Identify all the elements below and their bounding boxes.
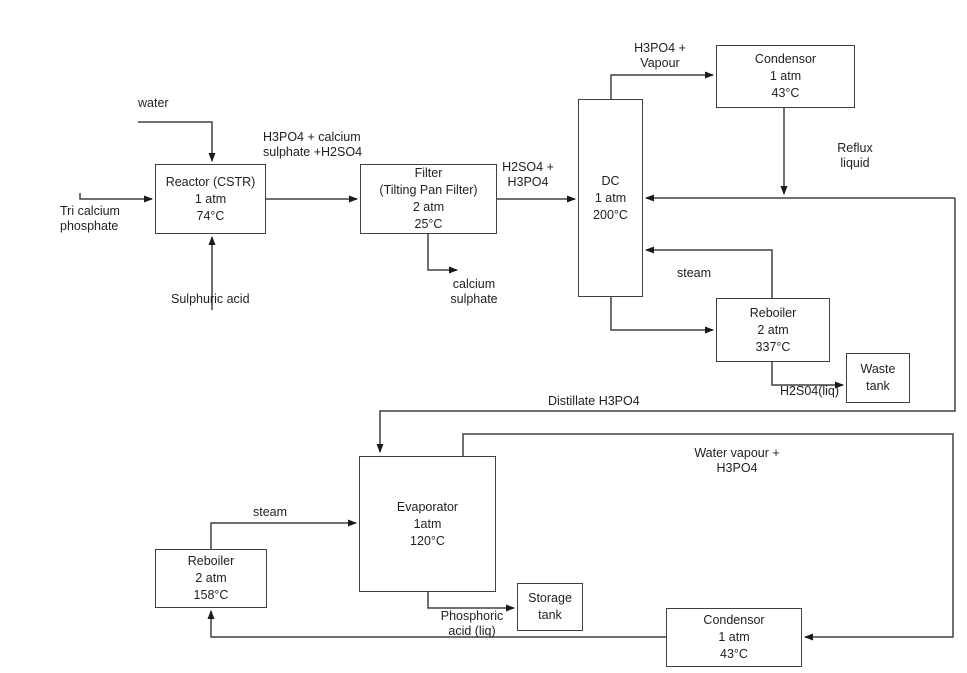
flow-line-filter-bottoms	[427, 234, 458, 274]
process-box-storage-tank: Storage tank	[517, 583, 583, 631]
flow-line-steam-to-evap	[210, 519, 357, 549]
stream-label-water-vapour-text: Water vapour +	[694, 446, 780, 460]
process-box-filter-text: (Tilting Pan Filter)	[379, 183, 478, 197]
stream-label-tri-calcium-phosphate-text: phosphate	[60, 219, 119, 233]
stream-label-calcium-sulphate-text: sulphate	[450, 292, 498, 306]
stream-label-h2s04-liq-text: H2S04(liq)	[780, 384, 840, 398]
stream-label-filter-outlet-text: H3PO4	[507, 175, 549, 189]
process-box-storage-tank-text: Storage	[528, 591, 572, 605]
process-box-dc-column-text: DC	[601, 173, 620, 188]
stream-label-water: water	[138, 96, 169, 111]
process-box-reboiler-bottom-text: 158°C	[193, 588, 229, 602]
process-box-condensor-bottom-text: Condensor	[703, 613, 765, 627]
flow-line-dc-overhead	[610, 71, 714, 99]
stream-label-reactor-outlet-text: sulphate +H2SO4	[263, 145, 363, 159]
stream-label-sulphuric-acid-text: Sulphuric acid	[171, 292, 250, 306]
process-box-storage-tank-text: tank	[538, 608, 562, 622]
stream-label-calcium-sulphate-text: calcium	[452, 277, 496, 291]
process-box-waste-tank-text: tank	[866, 379, 890, 393]
stream-label-filter-outlet-text: H2SO4 +	[502, 160, 554, 174]
stream-label-distillate-h3po4: Distillate H3PO4	[548, 394, 640, 409]
process-box-evaporator-text: 1atm	[413, 516, 442, 531]
stream-label-steam-bottom: steam	[253, 505, 287, 520]
process-box-reboiler-bottom-text: 2 atm	[195, 571, 227, 585]
flow-line-water-feed	[138, 121, 216, 162]
process-box-condensor-top: Condensor 1 atm 43°C	[716, 45, 855, 108]
flow-line-dc-bottoms	[610, 297, 714, 334]
process-box-condensor-top-text: 1 atm	[769, 69, 802, 83]
process-box-condensor-bottom: Condensor 1 atm 43°C	[666, 608, 802, 667]
process-box-condensor-top-text: 43°C	[771, 86, 800, 100]
process-box-reboiler-bottom-text: Reboiler	[187, 554, 235, 568]
stream-label-dc-overhead-text: H3PO4 +	[634, 41, 686, 55]
stream-label-phosphoric-acid-text: acid (liq)	[448, 624, 496, 638]
process-box-evaporator-text: 120°C	[410, 533, 445, 548]
stream-label-filter-outlet: H2SO4 +H3PO4	[502, 160, 554, 190]
process-box-filter: Filter (Tilting Pan Filter) 2 atm 25°C	[360, 164, 497, 234]
flow-line-reboiler-to-waste	[771, 362, 844, 389]
stream-label-steam-top-text: steam	[677, 266, 712, 280]
flow-line-steam-to-dc	[645, 246, 773, 298]
stream-label-phosphoric-acid-text: Phosphoric	[440, 609, 504, 623]
process-box-filter-text: Filter	[414, 166, 443, 180]
process-box-condensor-bottom-text: 1 atm	[718, 630, 750, 644]
stream-label-dc-overhead-text: Vapour	[640, 56, 680, 70]
process-box-reboiler-top: Reboiler 2 atm 337°C	[716, 298, 830, 362]
process-box-filter-text: 2 atm	[412, 200, 445, 214]
process-box-waste-tank: Waste tank	[846, 353, 910, 403]
process-box-dc-column: DC 1 atm 200°C	[578, 99, 643, 297]
stream-label-steam-top: steam	[677, 266, 711, 281]
process-box-filter-text: 25°C	[414, 217, 443, 231]
stream-label-water-vapour-text: H3PO4	[716, 461, 758, 475]
process-box-reboiler-top-text: Reboiler	[749, 305, 797, 320]
process-box-condensor-bottom-text: 43°C	[720, 647, 748, 661]
process-box-condensor-top-text: Condensor	[754, 52, 817, 66]
flow-line-vapour-recycle	[462, 433, 954, 641]
stream-label-dc-overhead: H3PO4 +Vapour	[634, 41, 686, 71]
stream-label-water-text: water	[138, 96, 169, 110]
process-box-reboiler-bottom: Reboiler 2 atm 158°C	[155, 549, 267, 608]
process-box-reboiler-top-text: 2 atm	[757, 322, 789, 337]
flow-line-evap-bottoms	[427, 592, 515, 612]
process-box-dc-column-text: 1 atm	[594, 190, 627, 205]
stream-label-sulphuric-acid: Sulphuric acid	[171, 292, 250, 307]
stream-label-reactor-outlet-text: H3PO4 + calcium	[263, 130, 361, 144]
process-box-reactor: Reactor (CSTR) 1 atm 74°C	[155, 164, 266, 234]
stream-label-steam-bottom-text: steam	[253, 505, 288, 519]
stream-label-h2s04-liq: H2S04(liq)	[780, 384, 839, 399]
process-box-evaporator: Evaporator 1atm 120°C	[359, 456, 496, 592]
stream-label-reflux-liquid-text: liquid	[840, 156, 870, 170]
flow-line-tcp-feed	[79, 193, 153, 203]
process-box-dc-column-text: 200°C	[593, 207, 628, 222]
stream-label-tri-calcium-phosphate-text: Tri calcium	[60, 204, 120, 218]
process-box-reactor-text: 74°C	[196, 208, 225, 223]
process-box-reactor-text: 1 atm	[194, 191, 227, 206]
stream-label-water-vapour: Water vapour +H3PO4	[694, 446, 779, 476]
flow-line-condensate-return	[207, 610, 666, 638]
stream-label-distillate-h3po4-text: Distillate H3PO4	[548, 394, 640, 408]
process-box-evaporator-text: Evaporator	[396, 499, 459, 514]
process-box-reboiler-top-text: 337°C	[755, 339, 791, 354]
process-box-reactor-text: Reactor (CSTR)	[165, 174, 256, 189]
process-box-waste-tank-text: Waste	[860, 362, 896, 376]
flow-line-distillate	[376, 198, 956, 453]
stream-label-reflux-liquid-text: Reflux	[837, 141, 873, 155]
